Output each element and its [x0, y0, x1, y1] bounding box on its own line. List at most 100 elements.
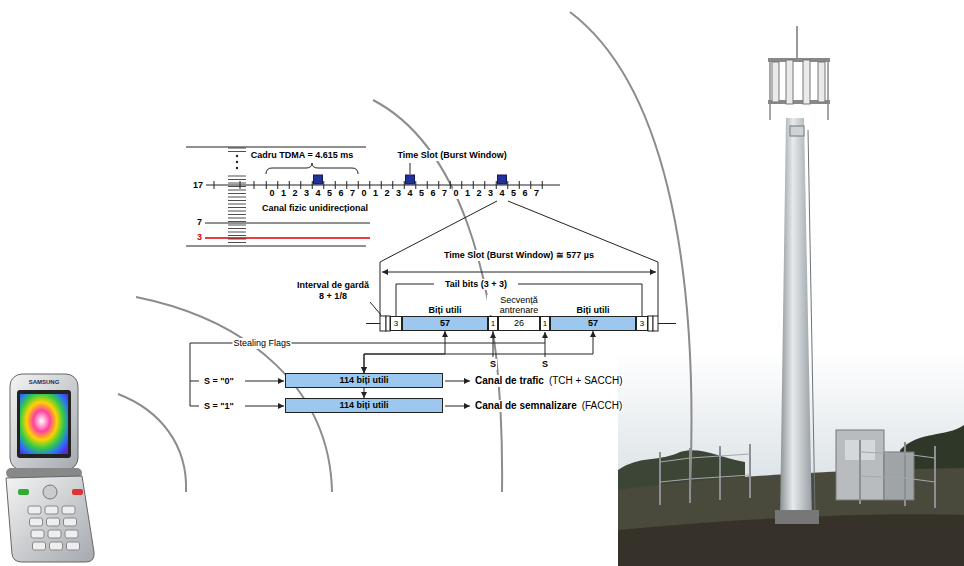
radio-waves — [118, 12, 692, 492]
axis-ticks-part — [496, 181, 497, 189]
tower-photo-part — [772, 62, 779, 102]
burst-field: 3 — [390, 316, 402, 331]
mobile-phone-part — [17, 390, 71, 458]
tower-photo-part — [786, 60, 793, 104]
tower-photo-part-part — [860, 476, 935, 482]
frame-diagram-part — [266, 163, 358, 174]
axis-ticks-part — [381, 181, 382, 189]
slot-number: 6 — [337, 188, 344, 199]
frame-diagram-part — [648, 316, 653, 331]
carrier-stack-part — [228, 225, 246, 226]
slot-number: 7 — [349, 188, 356, 199]
axis-ticks-part — [438, 181, 439, 189]
data-bits-box: 114 biți utili — [285, 373, 443, 388]
mobile-phone-part — [20, 394, 68, 454]
slot-number: 7 — [533, 188, 540, 199]
frame-diagram-part — [658, 262, 659, 316]
frame-diagram-part — [206, 185, 560, 186]
frame-diagram-part — [190, 406, 199, 407]
axis-ticks-part — [473, 181, 474, 189]
keypad-part — [33, 542, 46, 550]
carrier-stack-part — [228, 211, 246, 212]
tower-photo-part-part — [934, 446, 936, 508]
keypad-part — [28, 506, 41, 514]
carrier-stack-part — [228, 235, 246, 236]
axis-ticks-part — [214, 181, 215, 189]
carrier-stack-part — [228, 183, 246, 184]
connector-arrow — [364, 331, 593, 373]
carrier-stack-part — [228, 221, 246, 222]
field-heading: Secvență antrenare — [487, 295, 551, 315]
slot-number: 7 — [441, 188, 448, 199]
keypad-part — [30, 518, 43, 526]
frame-diagram-part — [190, 381, 199, 382]
burst-field: 1 — [540, 316, 550, 331]
frame-diagram-part — [186, 147, 366, 148]
tail-bits-label: Tail bits (3 + 3) — [444, 279, 508, 290]
slot-number: 1 — [464, 188, 471, 199]
tower-photo-part-part — [859, 440, 861, 504]
axis-ticks-part — [450, 181, 451, 189]
slot-number: 3 — [303, 188, 310, 199]
bit-count: 3 — [640, 320, 644, 328]
keypad-part — [31, 530, 44, 538]
frame-duration: Cadru TDMA = 4.615 ms — [250, 150, 354, 161]
channel-type: (TCH + SACCH) — [548, 375, 624, 387]
slot-number: 6 — [429, 188, 436, 199]
axis-ticks-part — [346, 181, 347, 189]
mobile-phone — [6, 374, 94, 562]
slot-number: 4 — [498, 188, 505, 199]
tower-photo-part-part — [659, 452, 661, 505]
mobile-phone-part — [6, 476, 94, 562]
tower-photo-part — [769, 58, 771, 120]
slot-number: 1 — [372, 188, 379, 199]
carrier-stack-part — [228, 179, 246, 180]
axis-ticks-part — [542, 181, 543, 189]
field-heading: Biți utili — [415, 305, 475, 315]
keypad-part — [45, 506, 58, 514]
axis-ticks-part — [404, 181, 405, 189]
bit-count: 57 — [588, 319, 598, 328]
carrier-stack-part — [228, 232, 246, 233]
slot-number: 0 — [268, 188, 275, 199]
frame-diagram-part — [380, 262, 381, 316]
axis-ticks-part — [519, 181, 520, 189]
slot-number: 3 — [395, 188, 402, 199]
carrier-stack-part — [228, 148, 246, 149]
keypad — [28, 506, 80, 550]
slot-number: 0 — [360, 188, 367, 199]
axis-ticks-part — [312, 181, 313, 189]
brand-logo: SAMSUNG — [28, 378, 61, 386]
carrier-stack-part — [228, 228, 246, 229]
time-slot-mark — [314, 175, 507, 184]
channel-name: Canal de trafic — [474, 375, 545, 387]
frame-diagram-part — [545, 332, 546, 357]
keypad-part — [47, 518, 60, 526]
axis-ticks-part — [392, 181, 393, 189]
bit-count: 114 biți utili — [339, 376, 388, 385]
carrier-stack-part — [228, 204, 246, 205]
tower-photo-part — [780, 118, 812, 522]
axis-ticks-part — [530, 181, 531, 189]
slot-number: 4 — [406, 188, 413, 199]
tower-photo-part-part — [860, 452, 935, 458]
keypad-part — [62, 506, 75, 514]
slot-number: 6 — [521, 188, 528, 199]
bit-count: 1 — [543, 320, 547, 328]
keypad-part — [48, 530, 61, 538]
frame-diagram-part — [366, 323, 380, 324]
frame-diagram-part — [410, 163, 411, 174]
mobile-phone-part — [10, 374, 78, 470]
flag-label: Stealing Flags — [232, 338, 291, 349]
carrier-stack-part — [228, 214, 246, 215]
tower-photo-part — [818, 62, 825, 102]
frame-diagram-part — [370, 302, 381, 315]
carrier-stack-part — [228, 176, 246, 177]
data-bits-box: Biți utili57 — [402, 316, 488, 331]
tower-photo-part-part — [719, 446, 721, 500]
axis-ticks-part — [507, 181, 508, 189]
tower-photo-part — [775, 510, 819, 524]
connector-arrow — [364, 331, 445, 373]
slot-dimension: Time Slot (Burst Window) ≅ 577 µs — [443, 250, 595, 261]
